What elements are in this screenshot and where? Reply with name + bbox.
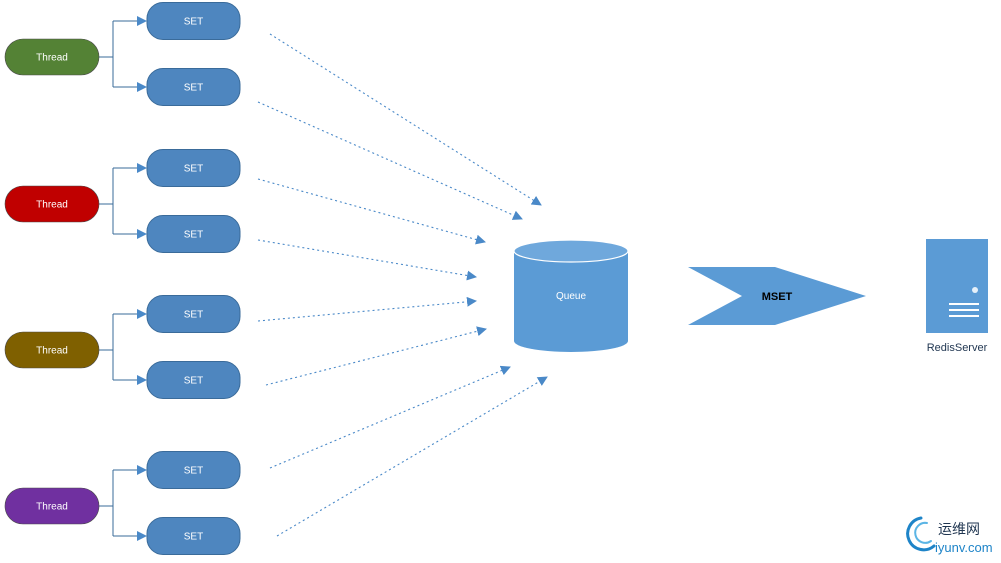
watermark-en: iyunv.com xyxy=(935,540,993,555)
logo-swirl-outer xyxy=(906,516,936,552)
server-led xyxy=(972,287,978,293)
set-label: SET xyxy=(184,466,203,477)
mset-shape xyxy=(688,267,866,325)
dotted-arrow xyxy=(257,296,477,322)
thread-bracket xyxy=(99,21,114,87)
set-label: SET xyxy=(184,310,203,321)
server-box xyxy=(926,239,988,333)
watermark-logo: 运维网 iyunv.com xyxy=(906,516,993,555)
thread-label: Thread xyxy=(36,200,68,211)
thread-bracket xyxy=(99,470,114,536)
queue-body xyxy=(514,251,628,352)
set-label: SET xyxy=(184,376,203,387)
dotted-arrow xyxy=(269,365,511,469)
dotted-arrow xyxy=(257,239,477,281)
thread-label: Thread xyxy=(36,346,68,357)
thread-bracket xyxy=(99,168,114,234)
thread-pill xyxy=(4,487,100,525)
server-slot xyxy=(949,309,979,311)
thread-connectors xyxy=(99,16,147,541)
thread-pill xyxy=(4,38,100,76)
set-node xyxy=(146,68,241,106)
set-label: SET xyxy=(184,17,203,28)
server-slot xyxy=(949,315,979,317)
mset-label: MSET xyxy=(762,291,793,303)
server-label: RedisServer xyxy=(927,342,988,354)
set-label: SET xyxy=(184,83,203,94)
dotted-arrows xyxy=(257,33,548,537)
thread-pill xyxy=(4,331,100,369)
dotted-arrow xyxy=(269,33,542,206)
dotted-arrow xyxy=(265,326,487,386)
queue-label: Queue xyxy=(556,291,586,302)
set-label: SET xyxy=(184,230,203,241)
set-node xyxy=(146,451,241,489)
watermark-cn: 运维网 xyxy=(938,522,980,538)
set-label: SET xyxy=(184,164,203,175)
set-node xyxy=(146,295,241,333)
logo-swirl-inner xyxy=(914,521,932,544)
set-node xyxy=(146,215,241,253)
server-icon xyxy=(926,239,988,333)
set-node xyxy=(146,149,241,187)
thread-bracket xyxy=(99,314,114,380)
queue-cylinder: Queue xyxy=(513,239,629,352)
thread-pill xyxy=(4,185,100,223)
server-slot xyxy=(949,303,979,305)
mset-chevron: MSET xyxy=(688,267,866,325)
thread-label: Thread xyxy=(36,502,68,513)
dotted-arrow xyxy=(257,101,523,220)
thread-label: Thread xyxy=(36,53,68,64)
queue-top xyxy=(513,239,629,263)
set-node xyxy=(146,361,241,399)
set-label: SET xyxy=(184,532,203,543)
threads-group: ThreadSETSETThreadSETSETThreadSETSETThre… xyxy=(4,2,241,555)
set-node xyxy=(146,2,241,40)
dotted-arrow xyxy=(276,376,548,537)
set-node xyxy=(146,517,241,555)
dotted-arrow xyxy=(257,178,486,245)
